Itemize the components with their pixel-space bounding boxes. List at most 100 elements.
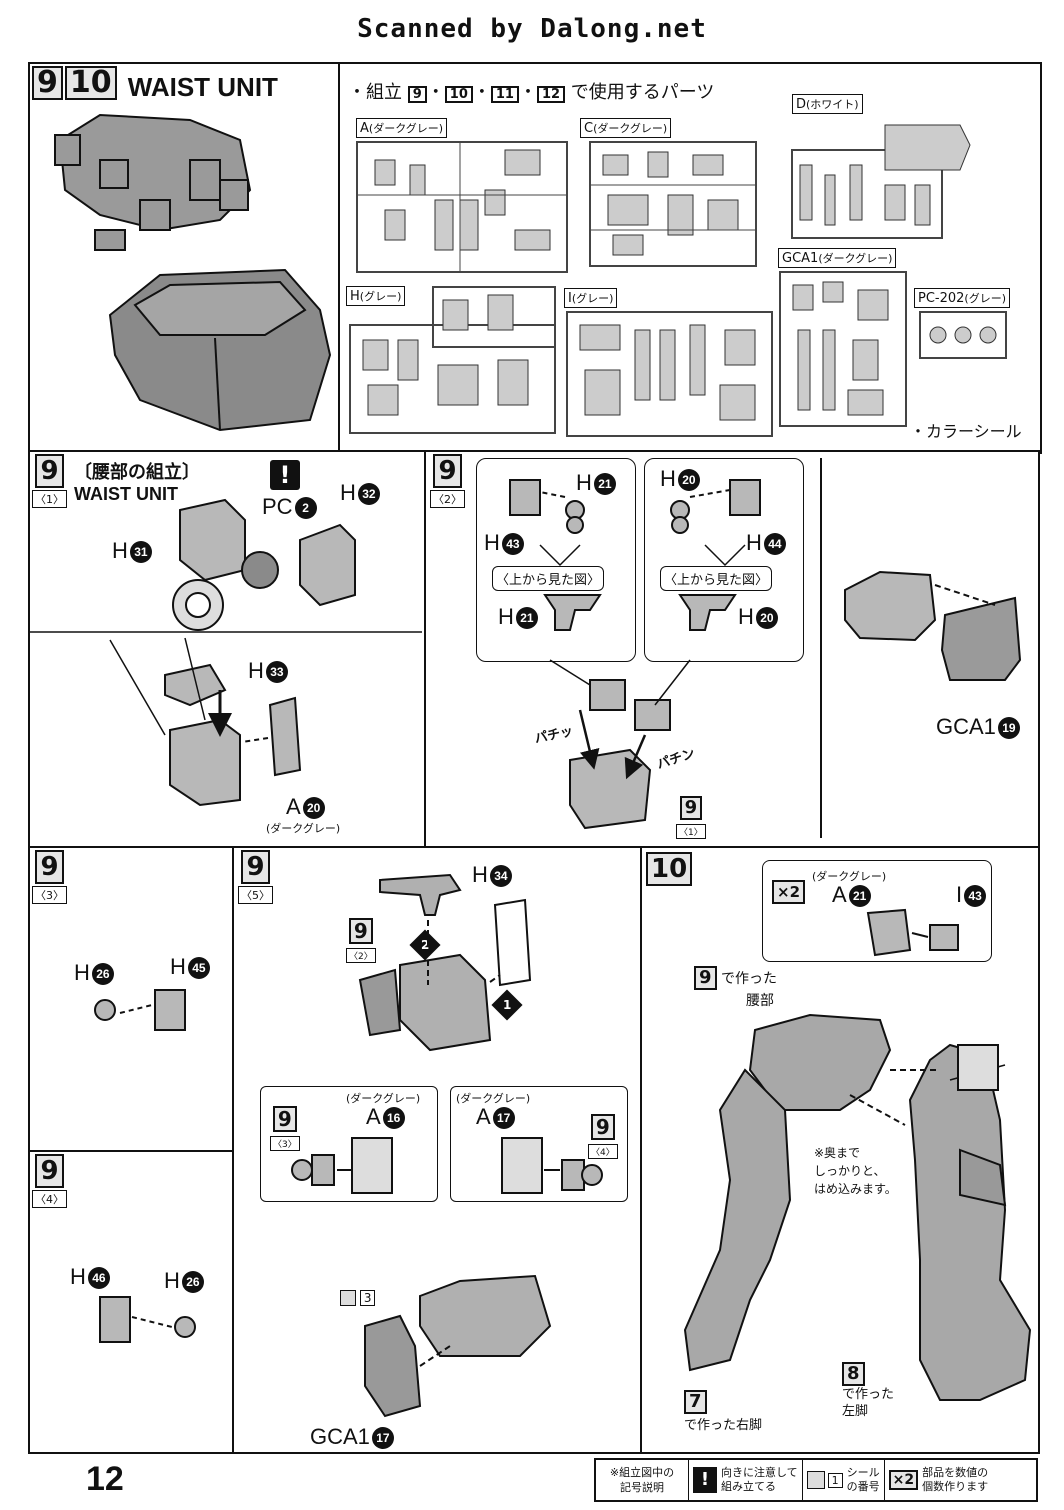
waist-unit-illustration <box>54 113 332 432</box>
step9-3-panel <box>28 846 236 1154</box>
section-title: WAIST UNIT <box>127 72 278 102</box>
parts-heading: ・組立 9・10・11・12 で使用するパーツ <box>348 82 715 103</box>
step-number: 8 <box>842 1362 865 1386</box>
runner-a-drawing <box>356 141 568 273</box>
runner-d-drawing <box>791 124 971 239</box>
step-ref-box: 9 <box>407 86 427 103</box>
legend-title: ※組立図中の記号説明 <box>596 1460 689 1500</box>
top-view-label-right: 〈上から見た図〉 <box>660 566 773 591</box>
color-seal-label: ・カラーシール <box>910 422 1022 441</box>
substep-number: 〈3〉 <box>270 1136 300 1151</box>
x2-marker: ×2 <box>772 880 806 904</box>
step9-1-header: 9 〈1〉 <box>32 454 67 508</box>
legend-multiply: ×2 部品を数値の個数作ります <box>885 1460 992 1500</box>
ref-step-9-3: 9 〈3〉 <box>270 1106 300 1151</box>
runner-label-c: C(ダークグレー) <box>580 118 672 138</box>
step9-5-header: 9 〈5〉 <box>238 850 273 904</box>
substep-number: 〈2〉 <box>430 490 465 508</box>
substep-number: 〈4〉 <box>588 1144 618 1159</box>
step-number: 9 <box>241 850 270 884</box>
step9-1-title-en: WAIST UNIT <box>74 484 178 504</box>
step-number: 9 <box>272 1106 297 1132</box>
seal-3-marker: 3 <box>340 1290 376 1306</box>
step10-legs-diagram <box>683 1013 1032 1401</box>
substep-number: 〈3〉 <box>32 886 67 904</box>
gca-shield-diagram <box>844 570 1022 681</box>
runner-label-h: H(グレー) <box>346 286 406 306</box>
runner-h-drawing <box>349 286 556 434</box>
step9-2-divider <box>820 458 822 838</box>
step-ref-box: 10 <box>444 86 473 103</box>
runner-label-d: D(ホワイト) <box>792 94 863 114</box>
legend-warn: ! 向きに注意して組み立てる <box>689 1460 803 1500</box>
substep-number: 〈1〉 <box>32 490 67 508</box>
runner-pc202-drawing <box>919 311 1007 359</box>
step10-header: 10 <box>646 852 693 886</box>
top-divider <box>338 62 340 452</box>
substep-number: 〈5〉 <box>238 886 273 904</box>
step-number: 10 <box>64 66 117 100</box>
runner-label-i: I(グレー) <box>564 288 618 308</box>
ref-step-7: 7 で作った右脚 <box>684 1390 763 1433</box>
step-number: 9 <box>35 850 64 884</box>
step-ref-box: 11 <box>490 86 519 103</box>
step10-callout-diagram <box>866 908 959 957</box>
runner-c-drawing <box>589 141 757 267</box>
step9-4-panel <box>28 1150 236 1454</box>
part-color-a16: (ダークグレー) <box>346 1092 421 1105</box>
ref-step-9-1: 9 〈1〉 <box>676 796 706 839</box>
step-ref-box: 12 <box>536 86 566 103</box>
step-number: 9 <box>35 1154 64 1188</box>
runner-gca1-drawing <box>779 271 907 427</box>
warning-icon: ! <box>693 1467 717 1493</box>
step10-note: ※奥までしっかりと、はめ込みます。 <box>814 1146 897 1196</box>
x2-marker: ×2 <box>888 1470 919 1490</box>
part-color-a17: (ダークグレー) <box>456 1092 531 1105</box>
callout-parts-diagram <box>291 1137 603 1194</box>
step-number: 9 <box>679 796 703 820</box>
step-number: 7 <box>684 1390 707 1414</box>
substep-number: 〈1〉 <box>676 824 706 839</box>
runner-label-a: A(ダークグレー) <box>356 118 448 138</box>
page-number: 12 <box>86 1460 124 1498</box>
step9-4-header: 9 〈4〉 <box>32 1154 67 1208</box>
step9-4-diagram <box>99 1296 196 1343</box>
substep-number: 〈4〉 <box>32 1190 67 1208</box>
step9-2-header: 9 〈2〉 <box>430 454 465 508</box>
step-number: 9 <box>694 966 717 990</box>
step9-5-bottom-diagram <box>364 1274 552 1418</box>
ref-step-9-4: 9 〈4〉 <box>588 1114 618 1159</box>
top-view-label-left: 〈上から見た図〉 <box>492 566 605 591</box>
runner-label-gca1: GCA1(ダークグレー) <box>778 248 897 268</box>
step-number: 9 <box>35 454 64 488</box>
part-color-a21: (ダークグレー) <box>812 870 887 883</box>
step-number: 9 <box>32 66 63 100</box>
warning-icon: ! <box>270 460 300 490</box>
step9-2-diagram <box>509 479 761 830</box>
legend-seal: 1 シールの番号 <box>803 1460 885 1500</box>
scanned-by-header: Scanned by Dalong.net <box>357 14 707 44</box>
step-number: 9 <box>348 918 373 944</box>
right-callout-box <box>644 458 804 662</box>
symbol-legend: ※組立図中の記号説明 ! 向きに注意して組み立てる 1 シールの番号 ×2 部品… <box>594 1458 1038 1502</box>
step9-5-main-diagram <box>358 873 532 1052</box>
step-number: 9 <box>433 454 462 488</box>
